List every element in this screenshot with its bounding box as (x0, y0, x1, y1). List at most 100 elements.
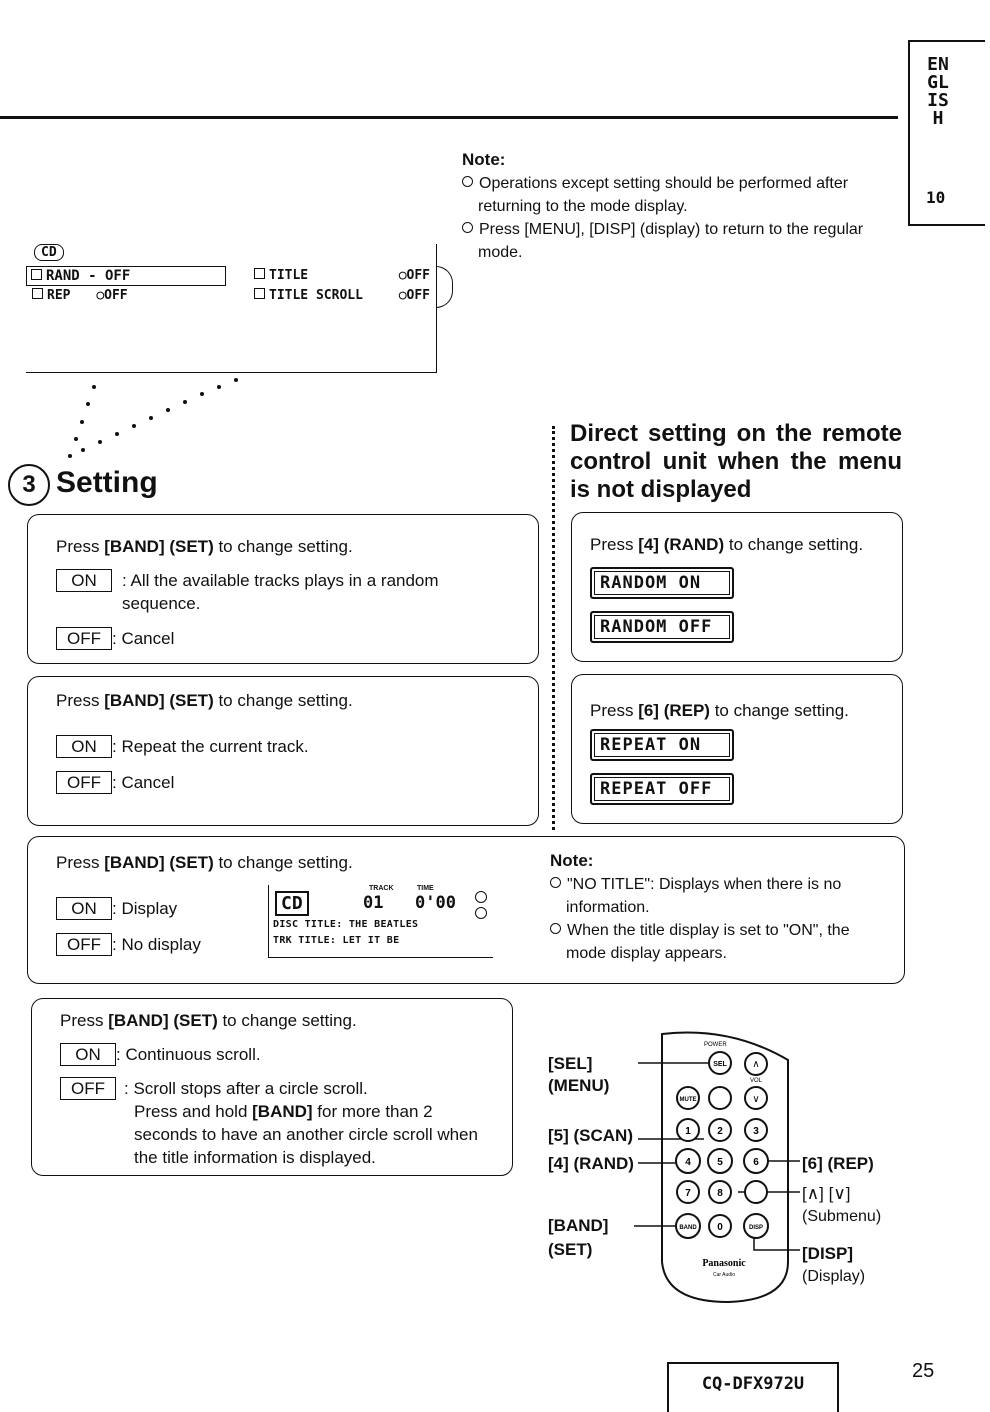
repeat-setting-box: Press [BAND] (SET) to change setting. ON… (27, 676, 539, 826)
repeat-off-display: REPEAT OFF (590, 773, 734, 805)
title-lcd-display: CD TRACK TIME 01 0'00 DISC TITLE: THE BE… (268, 885, 493, 958)
svg-text:DISP: DISP (749, 1225, 763, 1231)
on-key: ON (56, 735, 112, 758)
track-title-line: TRK TITLE: LET IT BE (273, 935, 400, 946)
off-key: OFF (56, 627, 112, 650)
note-item: Operations except setting should be perf… (462, 172, 902, 218)
title-menu-item: TITLE○OFF (254, 268, 430, 283)
random-off-display: RANDOM OFF (590, 611, 734, 643)
off-key: OFF (60, 1077, 116, 1100)
svg-text:∨: ∨ (752, 1094, 759, 1105)
svg-text:6: 6 (753, 1157, 759, 1168)
checkbox-icon (254, 288, 265, 299)
off-option: OFF: Cancel (56, 627, 174, 650)
instruction-text: Press [BAND] (SET) to change setting. (56, 691, 353, 710)
model-number: CQ-DFX972U (701, 1374, 805, 1394)
off-key: OFF (56, 771, 112, 794)
instruction-text: Press [BAND] (SET) to change setting. (60, 1011, 357, 1030)
hold-instruction: Press and hold [BAND] for more than 2 se… (134, 1102, 478, 1167)
note-item: "NO TITLE": Displays when there is no in… (550, 873, 880, 919)
top-rule (0, 116, 898, 119)
title-setting-box: Press [BAND] (SET) to change setting. ON… (27, 836, 905, 984)
updown-label: [∧] [∨] (802, 1184, 851, 1203)
direct-setting-heading: Direct setting on the remote control uni… (570, 420, 902, 503)
on-key: ON (56, 897, 112, 920)
note-item: When the title display is set to "ON", t… (550, 919, 880, 965)
svg-text:2: 2 (717, 1126, 723, 1137)
svg-text:∧: ∧ (752, 1059, 759, 1070)
off-option: OFF : Scroll stops after a circle scroll… (60, 1077, 500, 1169)
submenu-label: (Submenu) (802, 1208, 882, 1225)
off-option: OFF: No display (56, 933, 201, 956)
svg-text:5: 5 (717, 1157, 723, 1168)
random-setting-box: Press [BAND] (SET) to change setting. ON… (27, 514, 539, 664)
track-label: TRACK (369, 885, 394, 892)
language-label: ENGLISH (927, 54, 949, 129)
menu-display-panel: CD RAND - OFF REP ○OFF TITLE○OFF TITLE S… (26, 244, 453, 373)
on-key: ON (56, 569, 112, 592)
on-key: ON (60, 1043, 116, 1066)
svg-text:1: 1 (685, 1126, 691, 1137)
svg-text:Panasonic: Panasonic (702, 1258, 746, 1269)
rep-label: [6] (REP) (802, 1154, 874, 1173)
track-number: 01 (363, 893, 384, 913)
bullet-icon (550, 877, 561, 888)
page-number: 25 (912, 1360, 935, 1382)
set-label: (SET) (548, 1240, 593, 1259)
on-option: ON : All the available tracks plays in a… (56, 569, 516, 615)
column-divider (552, 426, 555, 830)
repeat-menu-item: REP ○OFF (32, 288, 128, 303)
display-label: (Display) (802, 1268, 866, 1285)
on-option: ON: Continuous scroll. (60, 1043, 261, 1066)
svg-text:POWER: POWER (704, 1042, 727, 1048)
source-indicator: CD (275, 891, 309, 916)
instruction-text: Press [BAND] (SET) to change setting. (56, 537, 353, 556)
bullet-icon (462, 222, 473, 233)
instruction-text: Press [6] (REP) to change setting. (590, 701, 849, 720)
svg-text:BAND: BAND (679, 1225, 697, 1231)
section-number: 10 (926, 188, 946, 207)
remote-control-icon: POWER VOL SEL ∧ MUTE ∨ 2 3 1 4 5 6 7 8 0… (634, 1031, 800, 1304)
disc-title-line: DISC TITLE: THE BEATLES (273, 919, 419, 930)
svg-text:0: 0 (717, 1222, 723, 1233)
band-label: [BAND] (548, 1216, 609, 1235)
on-option: ON: Display (56, 897, 177, 920)
random-on-display: RANDOM ON (590, 567, 734, 599)
svg-text:4: 4 (685, 1157, 691, 1168)
off-option: OFF: Cancel (56, 771, 174, 794)
rand-label: [4] (RAND) (548, 1154, 634, 1173)
play-time: 0'00 (415, 893, 456, 913)
checkbox-icon (32, 288, 43, 299)
sel-label: [SEL] (548, 1054, 593, 1073)
language-tab (908, 40, 985, 226)
svg-text:Car Audio: Car Audio (713, 1272, 735, 1278)
svg-text:MUTE: MUTE (680, 1097, 697, 1103)
bullet-icon (550, 923, 561, 934)
on-option: ON: Repeat the current track. (56, 735, 309, 758)
repeat-on-display: REPEAT ON (590, 729, 734, 761)
disp-label: [DISP] (802, 1244, 853, 1263)
direct-random-box: Press [4] (RAND) to change setting. RAND… (571, 512, 903, 662)
model-tab (667, 1362, 839, 1412)
title-scroll-menu-item: TITLE SCROLL○OFF (254, 288, 430, 303)
bullet-icon (462, 176, 473, 187)
note-title: Note: (462, 150, 506, 169)
menu-bracket (436, 266, 453, 308)
instruction-text: Press [4] (RAND) to change setting. (590, 535, 864, 554)
instruction-text: Press [BAND] (SET) to change setting. (56, 853, 353, 872)
scroll-setting-box: Press [BAND] (SET) to change setting. ON… (31, 998, 513, 1176)
svg-text:8: 8 (717, 1188, 723, 1199)
step-number-icon: 3 (8, 464, 50, 506)
time-label: TIME (417, 885, 434, 892)
indicator-icon (475, 891, 487, 903)
title-note: Note: "NO TITLE": Displays when there is… (550, 851, 880, 965)
svg-text:7: 7 (685, 1188, 691, 1199)
svg-text:3: 3 (753, 1126, 759, 1137)
source-indicator: CD (34, 244, 64, 261)
indicator-icon (475, 907, 487, 919)
note-title: Note: (550, 851, 594, 870)
off-key: OFF (56, 933, 112, 956)
section-title: Setting (56, 466, 158, 499)
checkbox-icon (31, 269, 42, 280)
note-item: Press [MENU], [DISP] (display) to return… (462, 218, 902, 264)
